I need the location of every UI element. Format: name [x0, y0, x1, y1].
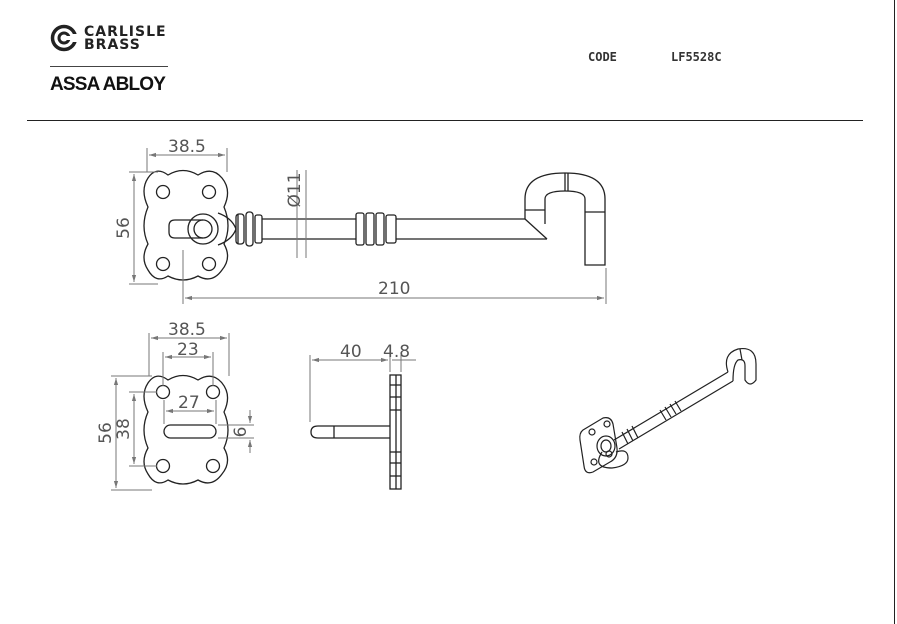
dim-plate-width: 38.5	[168, 320, 206, 340]
dim-front-plate-height: 56	[114, 217, 134, 239]
logo-divider	[50, 66, 168, 67]
front-dimension-lines	[129, 148, 607, 304]
dim-slot-width: 6	[231, 427, 251, 438]
isometric-view	[579, 347, 757, 474]
front-screw-hole	[155, 184, 171, 200]
backplate-screw-hole	[205, 384, 221, 400]
front-view	[143, 169, 606, 281]
code-label: CODE	[588, 50, 617, 64]
front-backplate	[143, 169, 229, 281]
dim-plate-thickness: 4.8	[383, 342, 410, 362]
front-screw-hole	[201, 256, 217, 272]
backplate-screw-hole	[155, 458, 171, 474]
backplate-screw-hole	[205, 458, 221, 474]
backplate-screw-hole	[155, 384, 171, 400]
front-screw-hole	[155, 256, 171, 272]
carlisle-c-mark-icon	[50, 24, 78, 52]
parent-brand: ASSA ABLOY	[50, 74, 166, 95]
iso-hook	[725, 347, 757, 385]
side-pin	[310, 425, 390, 439]
brand-name-line1: CARLISLE	[84, 24, 167, 40]
backplate-slot	[163, 424, 217, 439]
front-rod	[262, 218, 356, 240]
side-view	[310, 374, 402, 490]
backplate-dimension-lines	[111, 333, 254, 491]
iso-backplate	[579, 417, 618, 474]
dim-overall-length: 210	[378, 279, 410, 299]
dim-slot-length: 27	[178, 393, 200, 413]
dim-hole-vertical-spacing: 38	[114, 418, 134, 440]
header-divider	[27, 120, 863, 121]
front-hook	[524, 172, 606, 266]
dim-hole-spacing: 23	[177, 340, 199, 360]
side-dimension-lines	[309, 355, 416, 422]
front-screw-hole	[201, 184, 217, 200]
dim-front-plate-width: 38.5	[168, 137, 206, 157]
dim-projection: 40	[340, 342, 362, 362]
brand-name-line2: BRASS	[84, 37, 141, 53]
backplate-outline	[143, 374, 229, 485]
dim-rod-diameter: Ø11	[285, 172, 305, 207]
code-value: LF5528C	[671, 50, 722, 64]
page-border	[894, 0, 895, 624]
dim-plate-height: 56	[96, 422, 116, 444]
